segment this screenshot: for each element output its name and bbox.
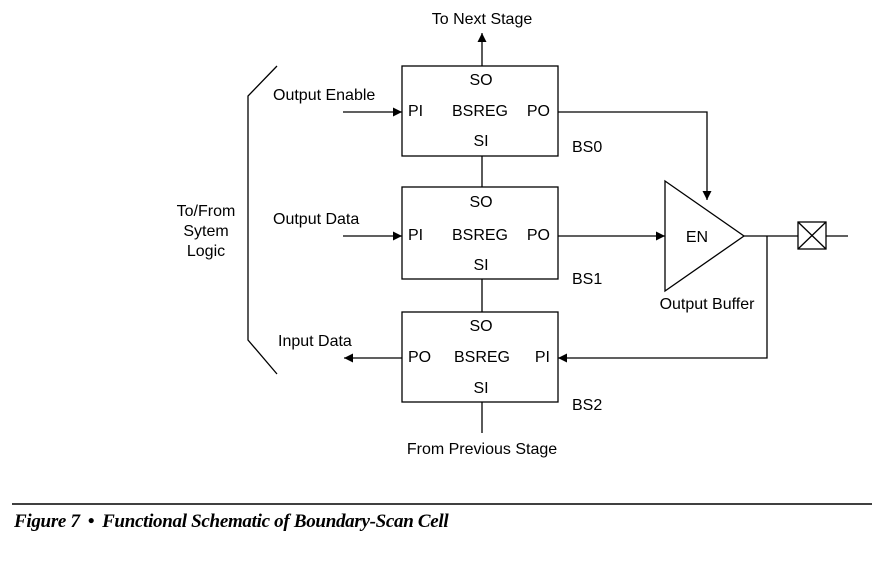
system-logic-label-3: Logic (187, 243, 225, 260)
figure-title: Functional Schematic of Boundary-Scan Ce… (102, 511, 449, 532)
bs2-po: PO (408, 349, 431, 366)
wire-feedback (558, 236, 768, 363)
bs0-si: SI (473, 133, 488, 150)
figure-caption: Figure 7 • Functional Schematic of Boundar… (14, 511, 449, 533)
bs0-id: BS0 (572, 139, 602, 156)
caption-separator: • (87, 511, 95, 532)
from-previous-stage-label: From Previous Stage (407, 441, 557, 458)
system-logic-label-1: To/From (177, 203, 236, 220)
bs2-core: BSREG (454, 349, 510, 366)
system-logic-label-2: Sytem (183, 223, 228, 240)
bs1-core: BSREG (452, 227, 508, 244)
output-buffer-triangle (664, 179, 746, 293)
input-data-label: Input Data (278, 333, 352, 350)
bs0-so: SO (469, 72, 492, 89)
bs2-id: BS2 (572, 397, 602, 414)
output-data-label: Output Data (273, 211, 359, 228)
wire-enable (558, 111, 712, 200)
bs1-id: BS1 (572, 271, 602, 288)
figure-number: Figure 7 (14, 511, 80, 532)
bs0-core: BSREG (452, 103, 508, 120)
bs1-so: SO (469, 194, 492, 211)
pad-icon (797, 221, 827, 250)
bs1-si: SI (473, 257, 488, 274)
bs2-so: SO (469, 318, 492, 335)
bs0-pi: PI (408, 103, 423, 120)
output-buffer-label: Output Buffer (660, 296, 756, 313)
bs2-si: SI (473, 380, 488, 397)
cell-bs1 (401, 186, 559, 280)
cell-bs0 (401, 65, 559, 157)
output-enable-label: Output Enable (273, 87, 375, 104)
cell-bs2 (401, 311, 559, 403)
bs0-po: PO (527, 103, 550, 120)
system-logic-bracket (247, 65, 278, 375)
buffer-en-label: EN (686, 229, 708, 246)
bs1-po: PO (527, 227, 550, 244)
to-next-stage-label: To Next Stage (432, 11, 533, 28)
bs1-pi: PI (408, 227, 423, 244)
bs2-pi: PI (535, 349, 550, 366)
